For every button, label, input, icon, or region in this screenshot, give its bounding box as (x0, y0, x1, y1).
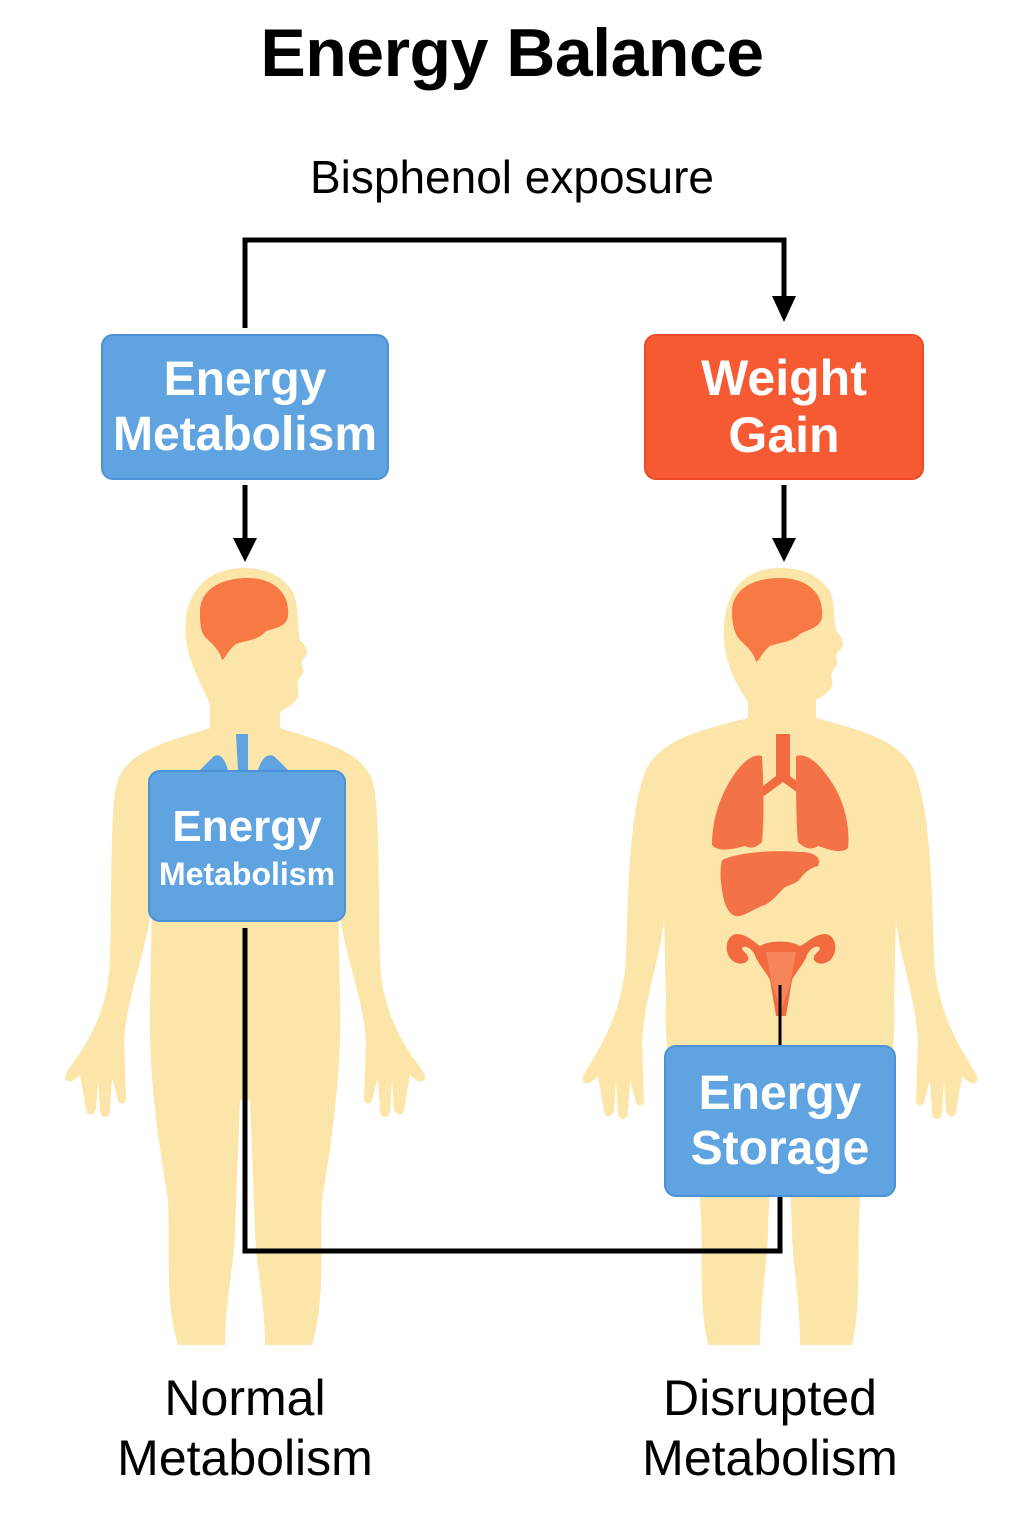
trigger-label: Bisphenol exposure (309, 151, 715, 203)
box-line-2: Gain (728, 407, 840, 463)
caption-line-1: Normal (164, 1370, 326, 1426)
caption-line-1: Disrupted (663, 1370, 877, 1426)
box-line-1: Weight (701, 349, 867, 406)
body-energy-metabolism-box: Energy Metabolism (148, 770, 346, 922)
lungs-icon (712, 734, 849, 852)
lungs-icon (200, 734, 288, 770)
brain-icon (200, 578, 289, 660)
box-line-2: Storage (690, 1122, 870, 1175)
box-line-1: Energy (163, 352, 327, 406)
energy-storage-box: Energy Storage (664, 1045, 896, 1197)
box-line-2: Metabolism (158, 855, 336, 892)
weight-gain-box: Weight Gain (644, 334, 924, 480)
connector-lines (242, 237, 787, 1254)
box-line-1: Energy (172, 801, 322, 851)
brain-icon (732, 578, 823, 662)
normal-metabolism-caption: Normal Metabolism (80, 1368, 410, 1488)
energy-metabolism-box: Energy Metabolism (101, 334, 389, 480)
caption-line-2: Metabolism (642, 1430, 898, 1486)
caption-line-2: Metabolism (117, 1430, 373, 1486)
page-title: Energy Balance (260, 15, 764, 91)
liver-icon (720, 851, 820, 917)
box-line-2: Metabolism (112, 408, 378, 461)
disrupted-metabolism-caption: Disrupted Metabolism (605, 1368, 935, 1488)
box-line-1: Energy (698, 1066, 862, 1120)
uterus-icon (726, 934, 836, 1016)
arrow-down-icon (233, 296, 796, 562)
